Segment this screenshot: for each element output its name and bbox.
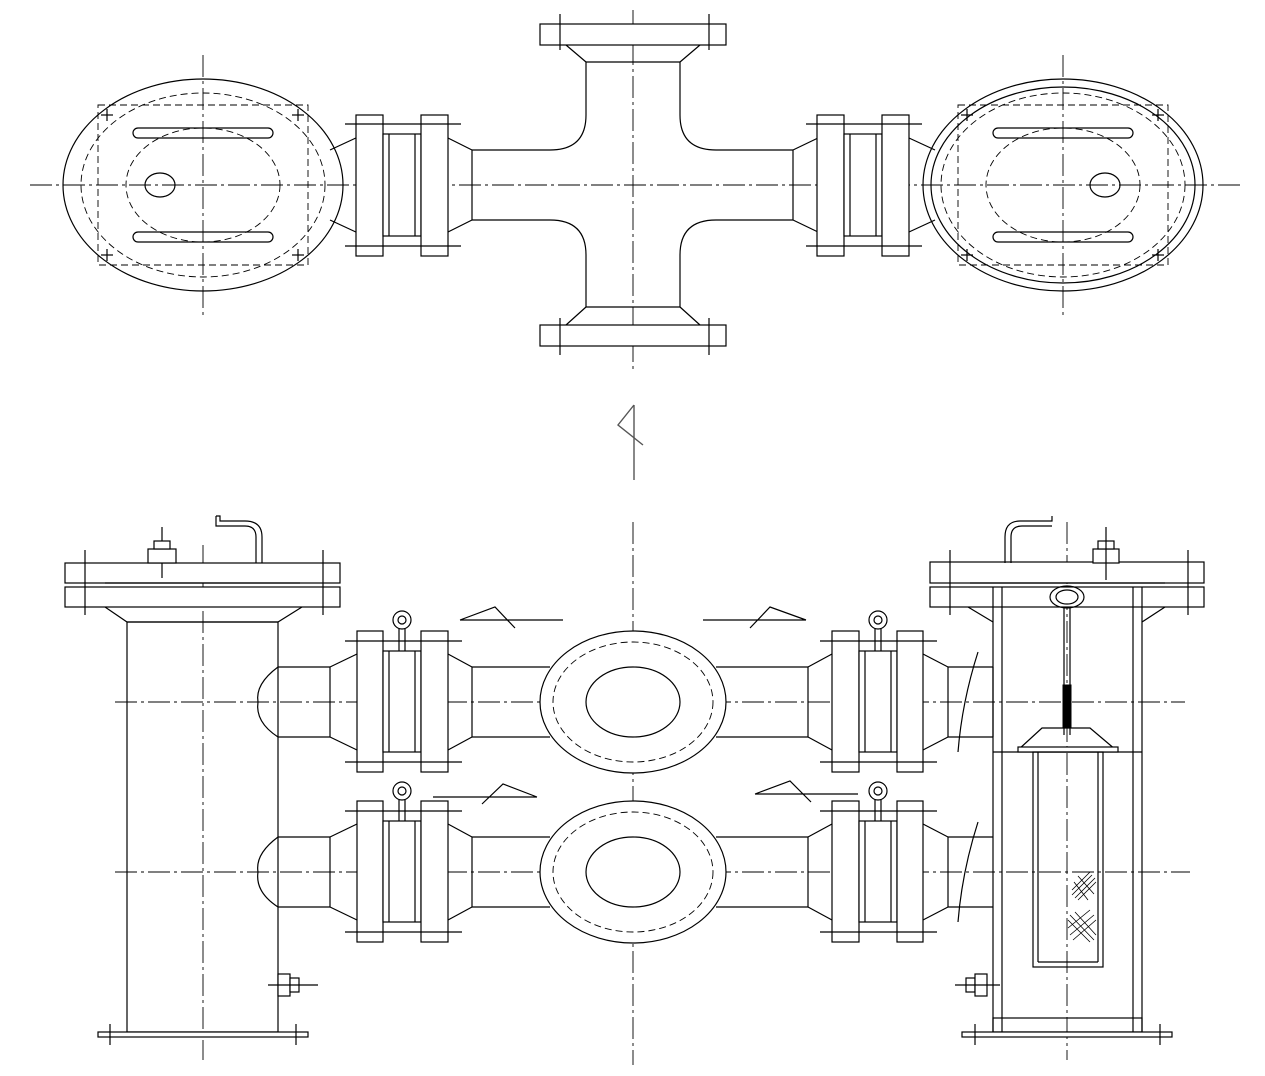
front-view [64, 515, 1205, 1065]
right-vessel [929, 516, 1205, 1060]
upper-pipe-row [278, 630, 994, 774]
mesh-icon [1067, 871, 1097, 943]
plan-cross-fitting [471, 14, 794, 355]
flow-arrow-icon [754, 780, 858, 803]
lifting-eye-icon [868, 610, 888, 651]
flow-arrow-icon [703, 606, 807, 629]
left-vent-nut-icon [147, 527, 177, 578]
flow-arrow-icon [459, 606, 563, 629]
left-vent-pipe [215, 516, 257, 563]
plan-right-vessel [922, 55, 1204, 315]
plan-bottom-flange [539, 324, 727, 347]
lifting-eye-icon [392, 610, 412, 651]
left-drain-nut-icon [268, 973, 318, 997]
strainer-basket [1017, 727, 1119, 968]
lifting-eye-icon [392, 781, 412, 821]
right-vent-nut-icon [1092, 527, 1120, 580]
plan-left-expansion-joint [329, 114, 473, 257]
right-drain-nut-icon [955, 973, 1000, 997]
section-cut-marker [617, 404, 644, 480]
right-vent-pipe [1004, 516, 1053, 563]
flow-arrow-icon [433, 783, 538, 805]
left-vessel [64, 515, 341, 1060]
plan-left-vessel [62, 55, 344, 315]
lower-flanged-fitting [539, 800, 727, 944]
plan-top-flange [539, 23, 727, 46]
basket-lifting-ring-icon [1049, 585, 1085, 735]
plan-view [30, 10, 1240, 370]
plan-right-expansion-joint [792, 114, 936, 257]
lifting-eye-icon [868, 781, 888, 821]
upper-flanged-fitting [539, 630, 727, 774]
lower-pipe-row [278, 800, 993, 944]
